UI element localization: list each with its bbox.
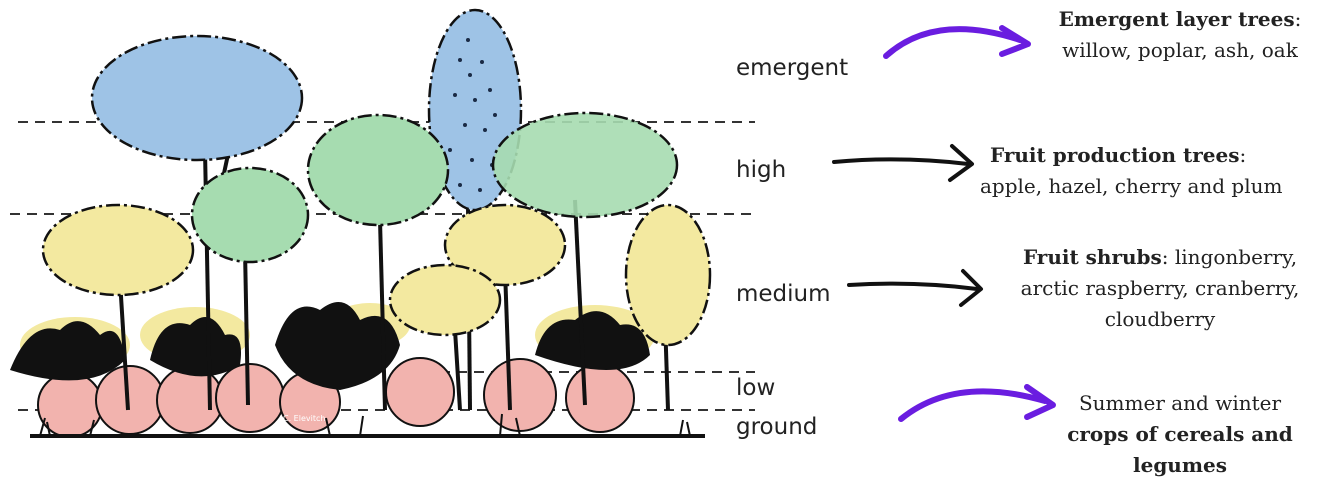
- note-emergent-body: willow, poplar, ash, oak: [1030, 35, 1330, 66]
- black-arrow-high: [830, 140, 980, 185]
- note-medium-line3: cloudberry: [985, 304, 1335, 335]
- note-high: Fruit production trees: apple, hazel, ch…: [980, 140, 1335, 202]
- note-ground-line2: crops of cereals and: [1067, 422, 1293, 446]
- note-medium: Fruit shrubs: lingonberry, arctic raspbe…: [985, 242, 1335, 335]
- note-emergent-title: Emergent layer trees: [1059, 7, 1295, 31]
- illustration-credit: C. Elevitch: [283, 414, 325, 423]
- note-ground-line3: legumes: [1133, 453, 1227, 477]
- layer-label-low: low: [736, 375, 775, 401]
- purple-arrow-emergent: [880, 12, 1040, 62]
- layer-label-ground: ground: [736, 414, 817, 440]
- note-ground: Summer and winter crops of cereals and l…: [1035, 388, 1325, 481]
- note-high-body: apple, hazel, cherry and plum: [980, 171, 1335, 202]
- note-emergent: Emergent layer trees: willow, poplar, as…: [1030, 4, 1330, 66]
- black-arrow-medium: [845, 265, 990, 310]
- note-medium-title: Fruit shrubs: [1023, 245, 1162, 269]
- layer-label-high: high: [736, 157, 786, 183]
- note-high-sep: :: [1239, 143, 1246, 167]
- forest-layers-illustration: [0, 0, 830, 485]
- emergent-layer-trees: [92, 10, 521, 210]
- note-medium-rest: : lingonberry,: [1162, 245, 1297, 269]
- layer-label-emergent: emergent: [736, 55, 848, 81]
- note-ground-line1: Summer and winter: [1035, 388, 1325, 419]
- note-medium-line2: arctic raspberry, cranberry,: [985, 273, 1335, 304]
- layer-label-medium: medium: [736, 281, 831, 307]
- note-emergent-sep: :: [1295, 7, 1302, 31]
- note-high-title: Fruit production trees: [990, 143, 1239, 167]
